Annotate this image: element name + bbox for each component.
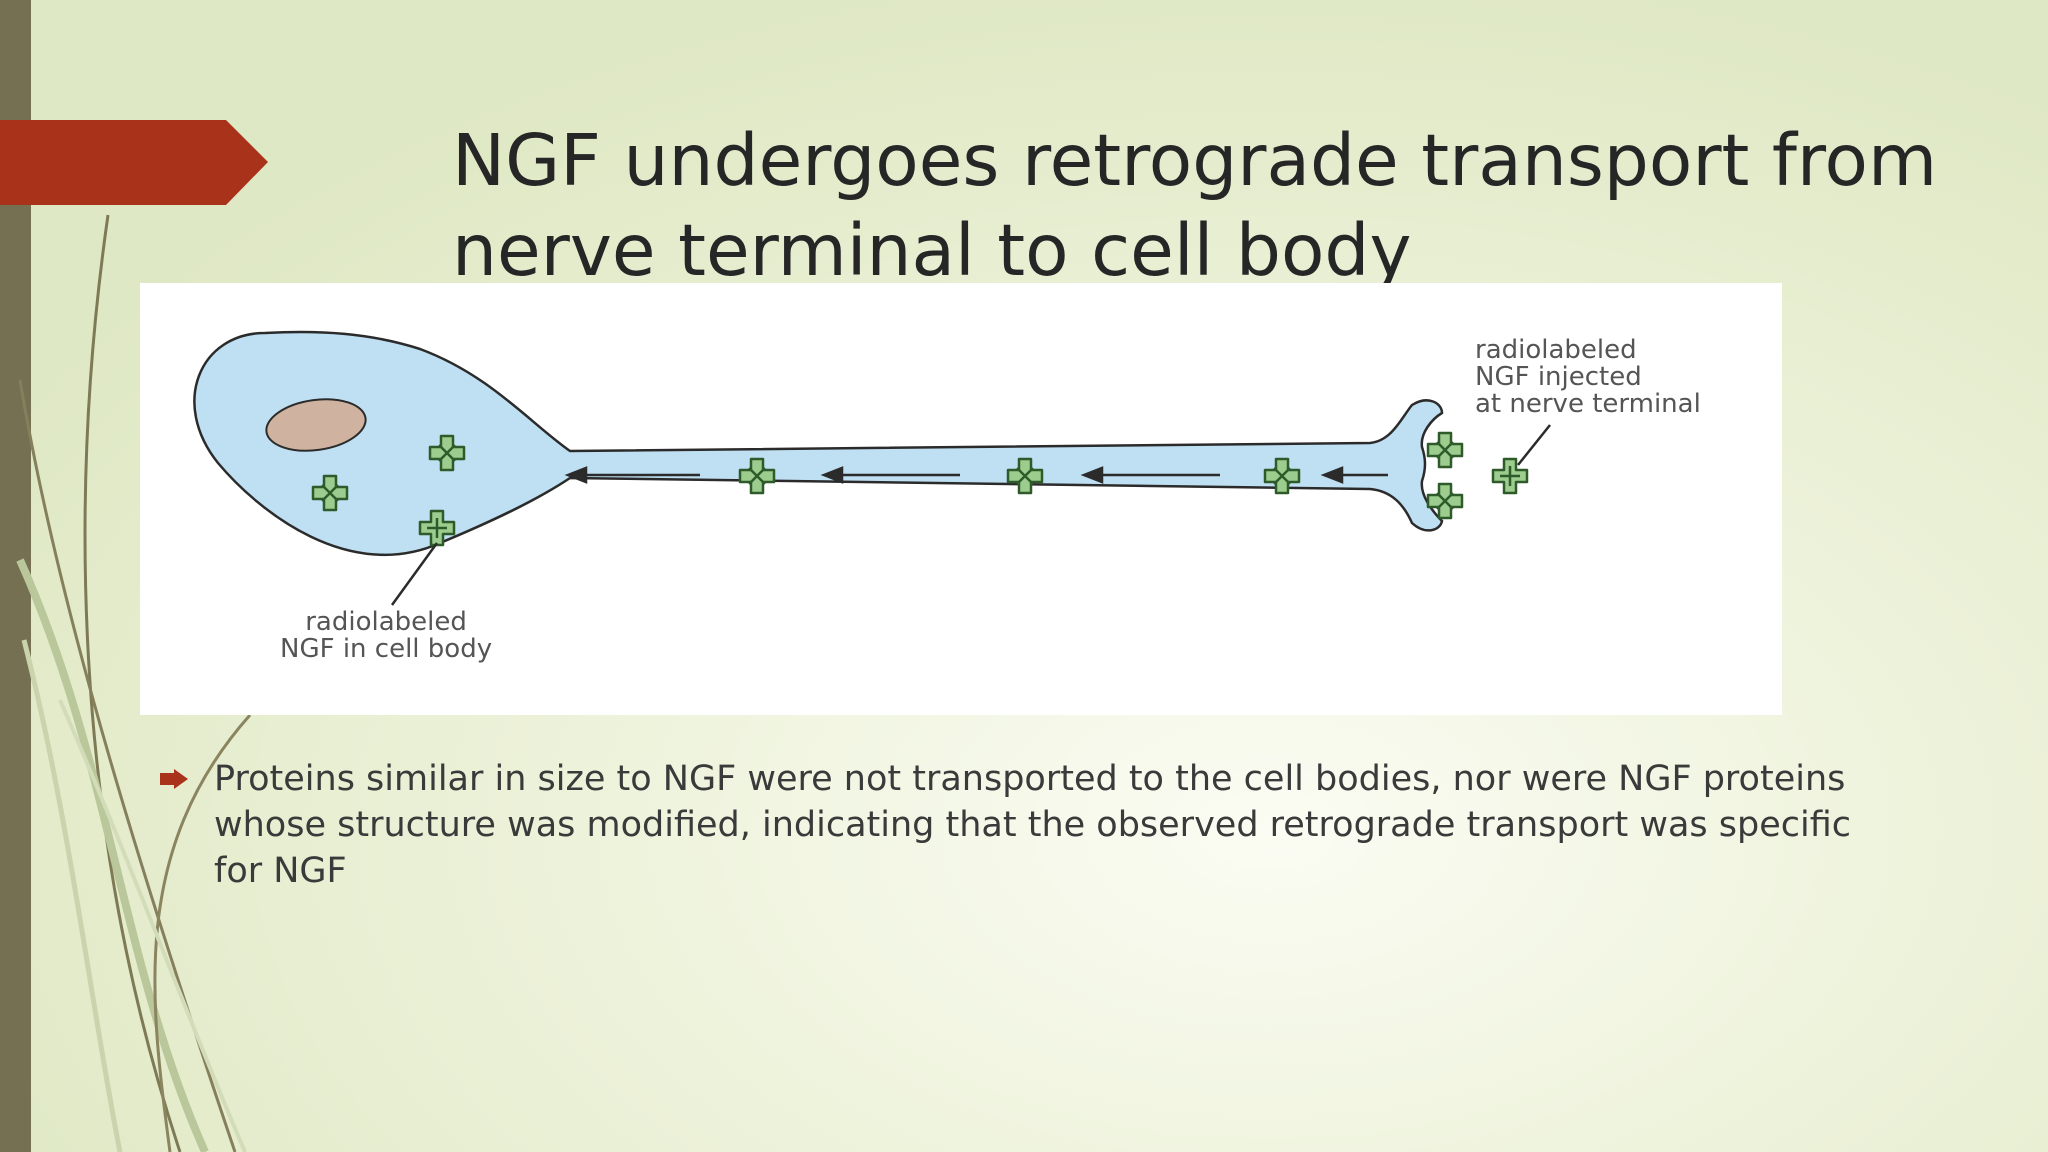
- ngf-transport-figure: radiolabeled NGF injected at nerve termi…: [140, 283, 1782, 715]
- label-injected-terminal: radiolabeled NGF injected at nerve termi…: [1475, 335, 1701, 419]
- ngf-protein-icon: [1491, 457, 1529, 495]
- bullet-text: Proteins similar in size to NGF were not…: [214, 759, 1852, 891]
- bullet-list: Proteins similar in size to NGF were not…: [160, 756, 1880, 894]
- label-cell-body: radiolabeled NGF in cell body: [280, 607, 493, 664]
- retrograde-arrows: [564, 466, 1388, 484]
- pointer-line-terminal: [1517, 424, 1551, 466]
- neuron-outline: [193, 330, 1444, 556]
- title-accent-arrow: [0, 120, 268, 205]
- slide-title: NGF undergoes retrograde transport from …: [452, 119, 1938, 292]
- nucleus: [265, 398, 367, 452]
- ngf-protein-icon: [1426, 431, 1464, 469]
- neuron-diagram: [193, 330, 1551, 606]
- pointer-line-body: [390, 542, 439, 606]
- decorative-sweeps: [16, 214, 252, 1152]
- bullet-item: Proteins similar in size to NGF were not…: [160, 756, 1880, 894]
- arrow-right-icon: [160, 769, 188, 789]
